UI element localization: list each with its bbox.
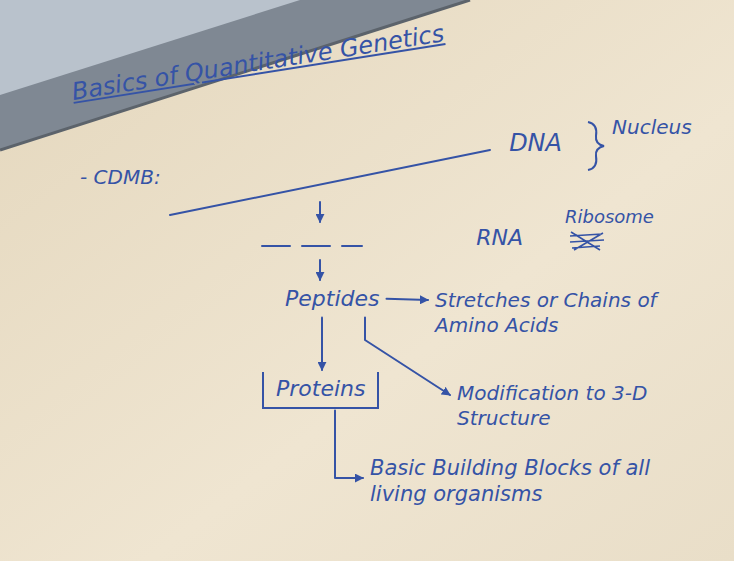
board-edge bbox=[0, 0, 470, 150]
node-text: DNA bbox=[509, 128, 562, 158]
node-text: Basic Building Blocks of all living orga… bbox=[370, 455, 660, 508]
nucleus-brace bbox=[588, 122, 604, 170]
rna-dash bbox=[262, 245, 290, 247]
node-text: Proteins bbox=[276, 375, 365, 403]
note-text: Basic Building Blocks of all living orga… bbox=[365, 452, 665, 511]
location-label: Nucleus bbox=[612, 115, 692, 139]
node-text: Stretches or Chains of Amino Acids bbox=[435, 288, 687, 338]
board-title: Basics of Quantitative Genetics bbox=[70, 19, 446, 106]
flow-arrow bbox=[319, 202, 321, 222]
rna-label: RNA bbox=[255, 224, 545, 258]
flow-arrow bbox=[387, 299, 429, 300]
flow-arrow bbox=[335, 411, 363, 479]
location-label: Ribosome bbox=[565, 206, 654, 228]
note-text: Stretches or Chains of Amino Acids bbox=[430, 285, 692, 341]
node-text: RNA bbox=[476, 224, 523, 252]
flow-arrow bbox=[321, 318, 323, 371]
step-text: Peptides bbox=[280, 282, 384, 316]
process-box: Proteins bbox=[262, 372, 379, 409]
rna-dash bbox=[302, 245, 330, 247]
room-corner bbox=[0, 0, 470, 150]
dna-strand-line bbox=[170, 150, 490, 215]
node-text: Modification to 3-D Structure bbox=[457, 381, 679, 431]
note-text: Modification to 3-D Structure bbox=[452, 378, 684, 434]
rna-dash bbox=[342, 245, 362, 247]
crossed-out-scribble bbox=[570, 232, 604, 250]
section-label: - CDMB: bbox=[80, 165, 161, 189]
flow-arrow bbox=[319, 260, 321, 280]
dna-label: DNA bbox=[160, 118, 580, 200]
node-text: Peptides bbox=[285, 285, 379, 313]
